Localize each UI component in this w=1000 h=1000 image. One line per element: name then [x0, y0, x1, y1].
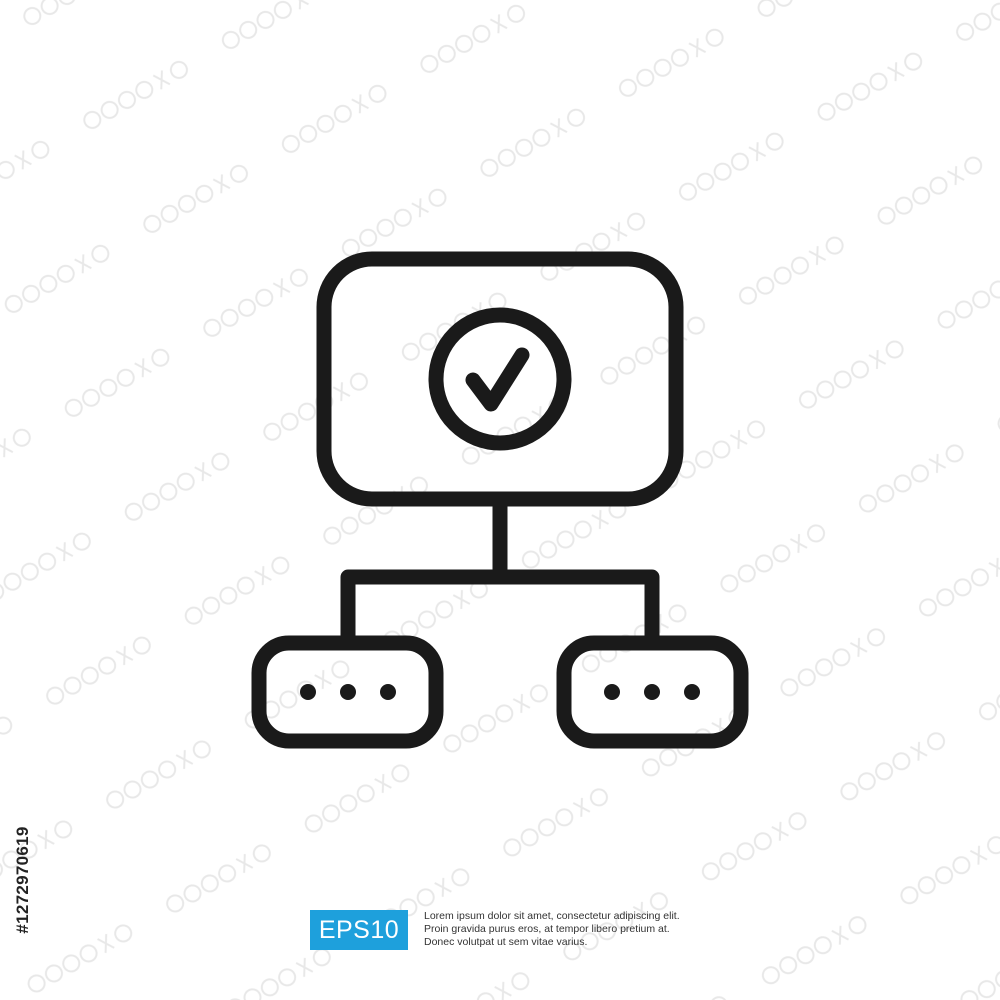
check-mark-icon	[465, 347, 530, 412]
caption: Lorem ipsum dolor sit amet, consectetur …	[424, 910, 680, 949]
right-node-dot	[684, 684, 700, 700]
caption-line: Proin gravida purus eros, at tempor libe…	[424, 923, 670, 935]
eps-badge: EPS10	[310, 910, 408, 950]
left-node-dot	[340, 684, 356, 700]
left-node-dot	[300, 684, 316, 700]
stock-id-text: #1272970619	[13, 826, 32, 934]
right-child-node	[556, 635, 749, 749]
connector-lines	[340, 499, 660, 640]
caption-line: Donec volutpat ut sem vitae varius.	[424, 936, 588, 948]
right-node-dot	[604, 684, 620, 700]
right-node-dot	[644, 684, 660, 700]
stock-id: #1272970619	[8, 760, 38, 1000]
left-node-dot	[380, 684, 396, 700]
left-child-node	[251, 635, 444, 749]
caption-line: Lorem ipsum dolor sit amet, consectetur …	[424, 910, 680, 922]
check-circle	[428, 307, 572, 451]
